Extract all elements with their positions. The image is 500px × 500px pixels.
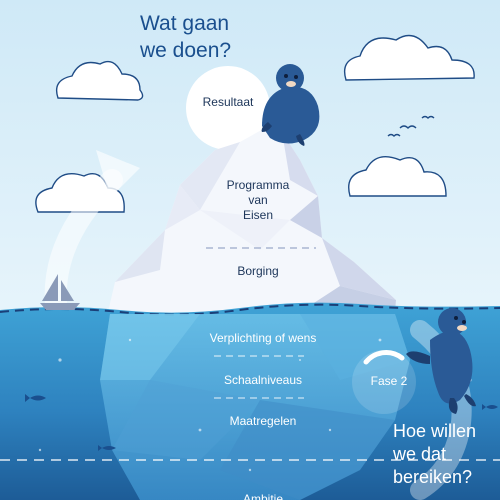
- seal-icon: [261, 64, 320, 146]
- title-wat-gaan-we-doen: Wat gaan we doen?: [140, 10, 250, 64]
- title-line: Hoe willen: [393, 421, 477, 441]
- title-line: Wat gaan: [140, 12, 230, 35]
- label-line: Programma: [226, 178, 290, 192]
- label-line: Eisen: [242, 208, 274, 222]
- label-ambitie: Ambitie: [242, 492, 283, 500]
- label-borging: Borging: [237, 264, 279, 278]
- title-line: bereiken?: [393, 467, 473, 487]
- iceberg-top: [108, 128, 396, 312]
- waterline: [0, 303, 500, 316]
- seal-icon: [406, 308, 476, 414]
- title-line: we doen?: [140, 39, 232, 62]
- fish-icon: [98, 445, 116, 451]
- sailboat-icon: [40, 274, 80, 310]
- label-schaalniveaus: Schaalniveaus: [223, 373, 303, 387]
- label-line: van: [248, 193, 268, 207]
- title-line: we dat: [393, 444, 447, 464]
- cloud-icon: [343, 34, 475, 81]
- cloud-icon: [348, 156, 447, 197]
- bird-icon: [387, 115, 435, 137]
- phase-label: Fase 2: [370, 374, 408, 388]
- label-programma-van-eisen: Programma van Eisen: [208, 178, 308, 223]
- iceberg-bottom: [100, 314, 410, 500]
- phase-ring-arc: [363, 350, 405, 365]
- cloud-icon: [55, 60, 144, 101]
- phase-ring: [352, 350, 416, 414]
- label-resultaat: Resultaat: [202, 95, 254, 109]
- cycle-arrow-head: [96, 150, 140, 198]
- fish-icon: [25, 394, 46, 402]
- fish-icon: [482, 404, 498, 410]
- result-circle: [186, 66, 270, 150]
- label-verplichting-of-wens: Verplichting of wens: [209, 331, 317, 345]
- label-maatregelen: Maatregelen: [229, 414, 297, 428]
- title-hoe-willen-we-dat-bereiken: Hoe willen we dat bereiken?: [393, 420, 500, 489]
